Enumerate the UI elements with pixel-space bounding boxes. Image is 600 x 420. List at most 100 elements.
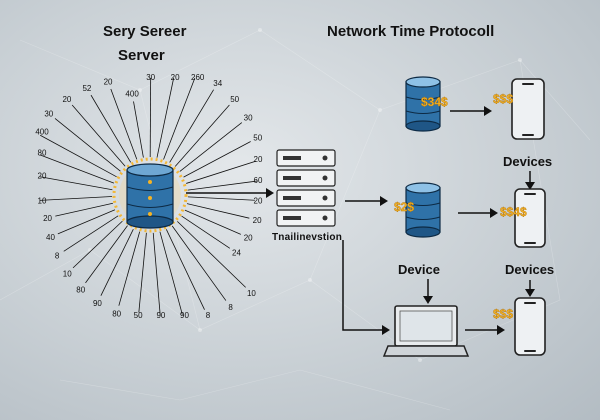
server-rack-icon xyxy=(276,149,336,227)
server-ray xyxy=(110,88,138,160)
server-rays xyxy=(39,77,258,316)
ray-label: 50 xyxy=(134,311,143,320)
ray-label: 80 xyxy=(112,309,121,318)
devices-label-top: Devices xyxy=(503,154,553,169)
left-title-line1: Sery Sereer xyxy=(103,23,187,40)
ray-label: 20 xyxy=(254,155,263,164)
left-title-line2: Server xyxy=(118,47,165,64)
gold-badges: $34$ $$$ $2$ $$4$ $$$ xyxy=(394,92,527,321)
ray-label: 260 xyxy=(191,73,205,82)
ray-label: 20 xyxy=(62,95,71,104)
server-ray xyxy=(72,220,123,269)
server-ray xyxy=(179,122,243,172)
ray-label: 60 xyxy=(254,176,263,185)
server-ray xyxy=(177,221,246,288)
laptop-icon xyxy=(382,305,470,357)
ray-label: 24 xyxy=(232,249,241,258)
server-ray xyxy=(57,209,116,235)
badge-db1: $34$ xyxy=(421,95,448,109)
server-ray xyxy=(171,225,227,301)
server-ray xyxy=(40,134,117,178)
ray-label: 90 xyxy=(93,299,102,308)
ray-label: 30 xyxy=(44,109,53,118)
server-ray xyxy=(187,180,258,191)
smartphone-icon-1 xyxy=(511,78,545,140)
badge-phone3: $$$ xyxy=(493,307,513,321)
ray-label: 20 xyxy=(104,78,113,87)
ray-label: 30 xyxy=(146,73,155,82)
arrowheads xyxy=(380,106,535,335)
ray-label: 20 xyxy=(253,216,262,225)
badge-db2: $2$ xyxy=(394,200,414,214)
ray-label: 34 xyxy=(213,79,222,88)
server-ray xyxy=(39,196,113,201)
server-ray xyxy=(90,94,132,163)
server-ray xyxy=(133,101,144,158)
ray-label: 20 xyxy=(38,172,47,181)
server-ray xyxy=(54,118,121,172)
ray-label: 10 xyxy=(247,289,256,298)
server-ray xyxy=(159,231,183,315)
ray-label: 20 xyxy=(244,234,253,243)
badge-phone1: $$$ xyxy=(493,92,513,106)
server-ray xyxy=(183,141,251,178)
server-ray xyxy=(165,229,205,310)
devices-label-bottom: Devices xyxy=(505,262,555,277)
ray-label: 10 xyxy=(38,197,47,206)
ray-label: 50 xyxy=(230,95,239,104)
ray-label: 8 xyxy=(206,311,211,320)
database-icon-middle xyxy=(405,182,441,238)
phone-details xyxy=(522,83,536,352)
ray-label: 400 xyxy=(35,127,49,136)
server-ray xyxy=(187,196,255,201)
ray-label: 8 xyxy=(228,303,233,312)
ray-label: 90 xyxy=(180,311,189,320)
server-ray xyxy=(163,77,196,160)
server-ray xyxy=(71,104,126,167)
ray-label: 90 xyxy=(156,311,165,320)
server-ray xyxy=(85,225,128,284)
ray-label: 52 xyxy=(82,84,91,93)
rack-label: Tnailinevstion xyxy=(272,232,343,243)
server-ray xyxy=(138,232,147,313)
server-ray xyxy=(152,232,161,316)
ray-label: 80 xyxy=(38,148,47,157)
ray-label: 400 xyxy=(125,90,139,99)
right-title: Network Time Protocoll xyxy=(327,23,495,40)
server-ray xyxy=(186,160,256,184)
glow-ring xyxy=(112,157,188,233)
ray-label: 20 xyxy=(171,73,180,82)
server-ray xyxy=(39,176,113,191)
device-label-mid: Device xyxy=(398,262,440,277)
server-ray xyxy=(156,77,175,158)
ray-label: 10 xyxy=(63,269,72,278)
ray-label: 20 xyxy=(254,197,263,206)
server-ray xyxy=(181,215,231,249)
server-ray xyxy=(39,154,115,184)
smartphone-icon-2 xyxy=(514,188,546,248)
server-ray xyxy=(55,202,113,217)
phone-icons xyxy=(511,78,546,356)
badge-phone2: $$4$ xyxy=(500,205,527,219)
server-ray xyxy=(186,203,250,219)
server-ray xyxy=(169,89,214,163)
ray-label: 80 xyxy=(76,285,85,294)
database-icon xyxy=(126,163,174,229)
ray-label: 8 xyxy=(55,252,60,261)
server-ray xyxy=(118,231,141,306)
database-icon-top xyxy=(405,76,441,132)
ray-label: 30 xyxy=(244,114,253,123)
ray-label: 50 xyxy=(253,134,262,143)
connector-lines xyxy=(342,110,531,331)
smartphone-icon-3 xyxy=(514,297,546,356)
server-ray xyxy=(100,228,134,296)
ray-label: 40 xyxy=(46,233,55,242)
server-ray xyxy=(184,209,241,235)
server-ray xyxy=(63,215,119,252)
arrowhead xyxy=(266,188,274,198)
ray-label: 20 xyxy=(43,214,52,223)
server-ray xyxy=(174,104,230,167)
